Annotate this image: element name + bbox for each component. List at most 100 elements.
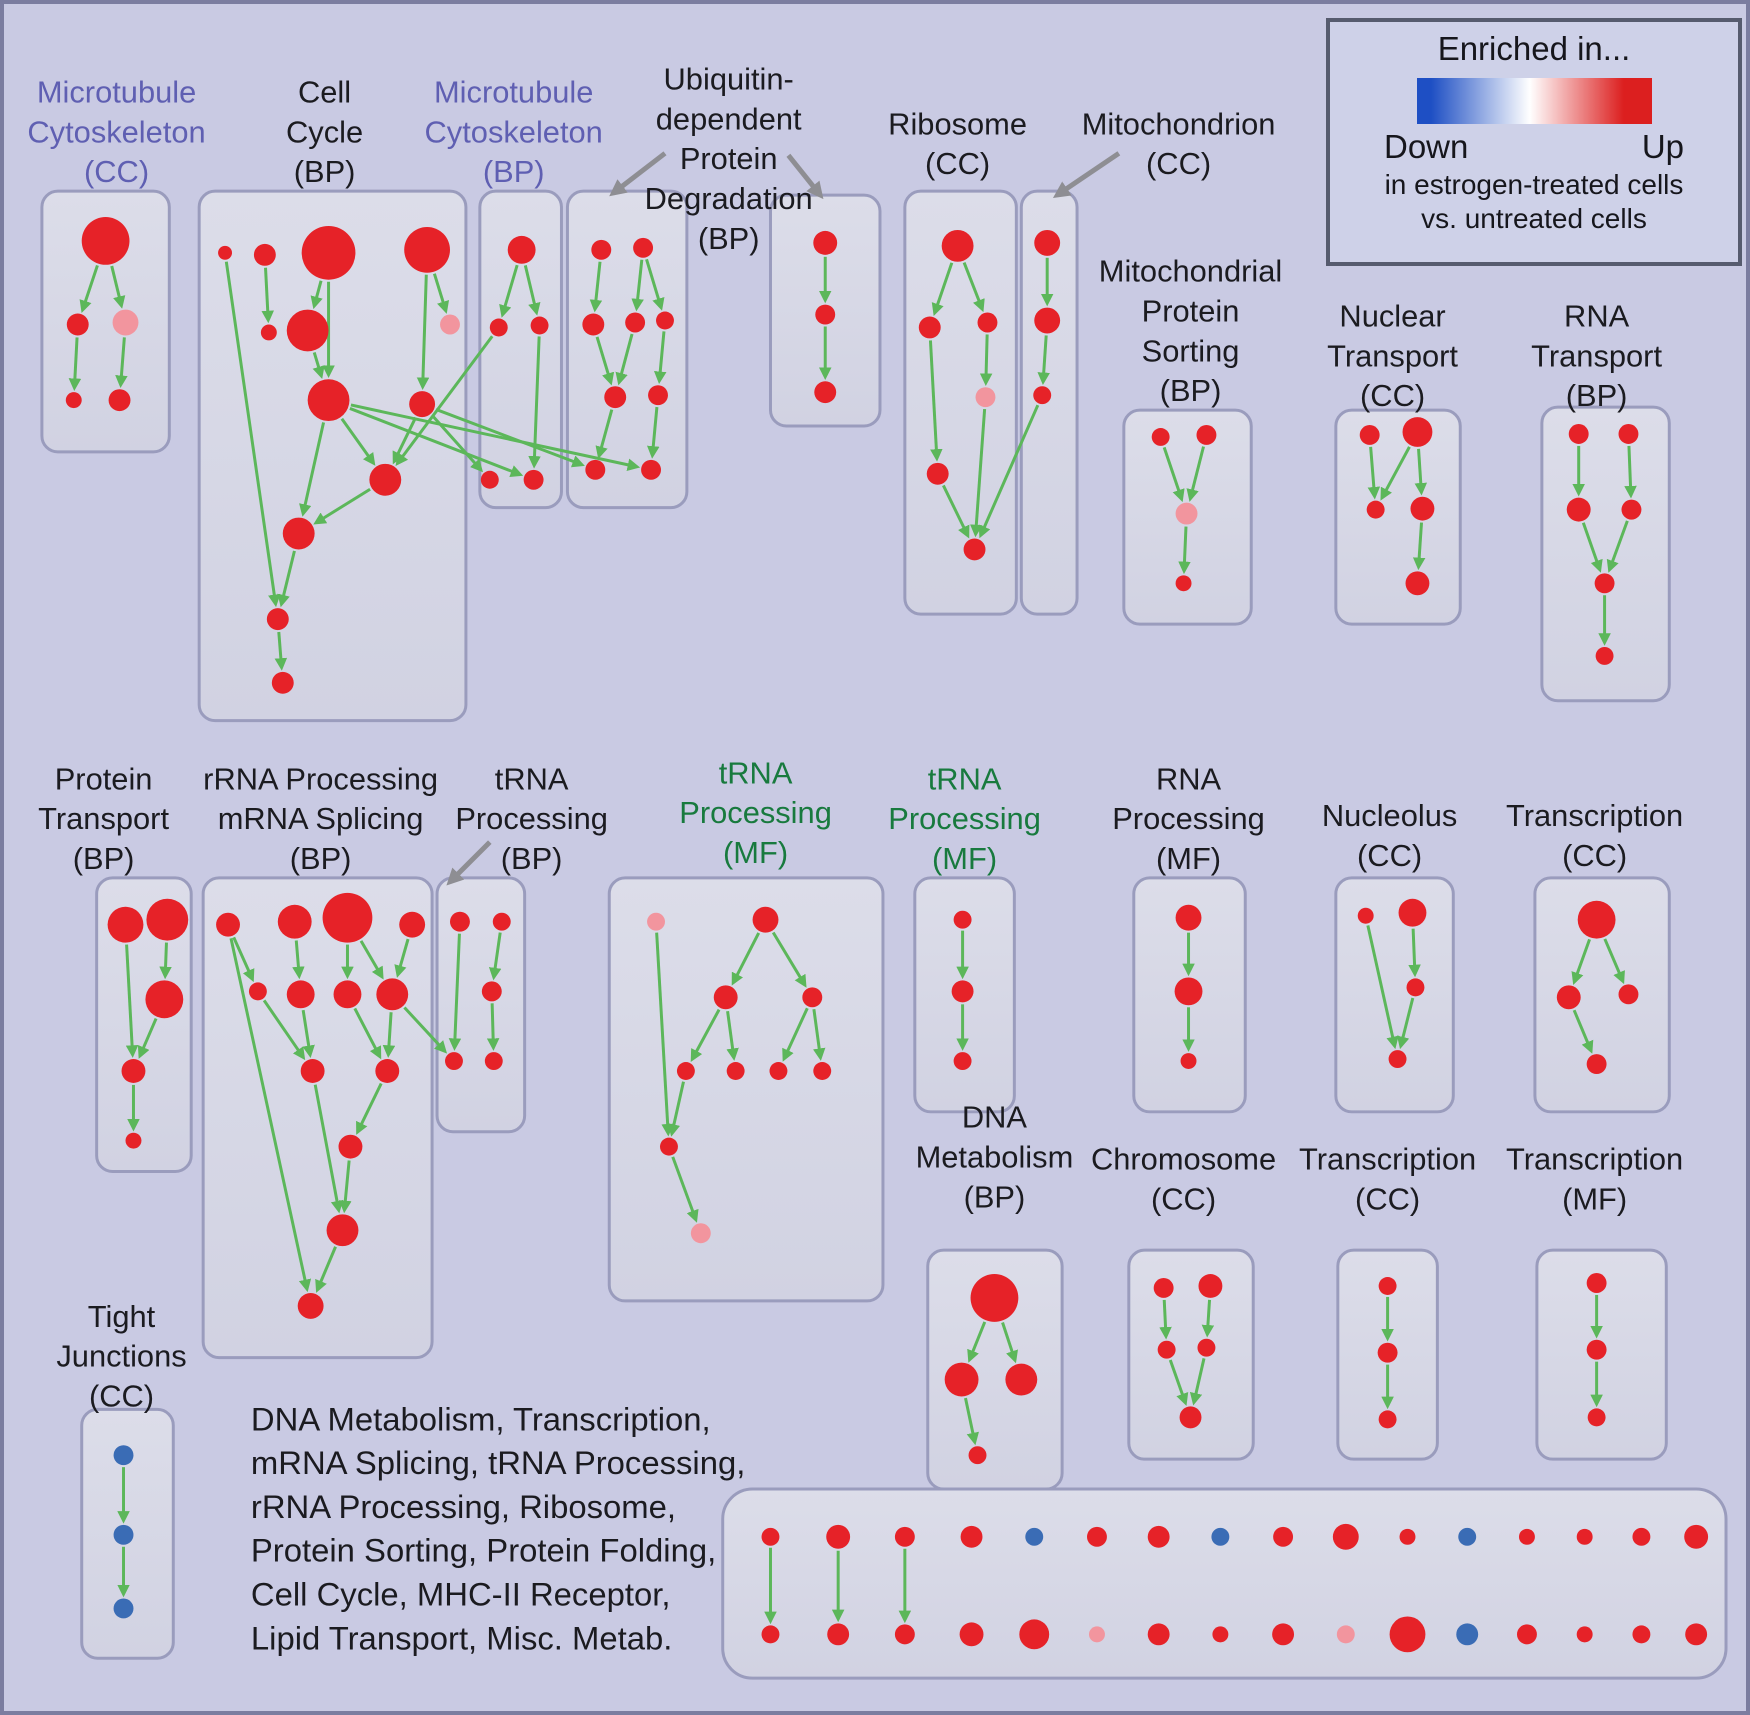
go-term-node [1377, 1342, 1398, 1363]
edge-arrow [615, 333, 634, 386]
edge-arrow [403, 1006, 448, 1054]
go-term-node [1198, 1274, 1223, 1298]
go-term-node [277, 904, 312, 939]
misc-categories-text: DNA Metabolism, Transcription,mRNA Splic… [251, 1400, 745, 1656]
go-term-node [480, 470, 499, 489]
go-term-node [333, 980, 362, 1009]
edge-arrow [353, 1007, 382, 1060]
edge-arrow [292, 940, 305, 980]
edge-arrow [1366, 925, 1399, 1050]
edge-arrow [1380, 446, 1411, 501]
go-term-node [1378, 1410, 1397, 1429]
go-term-node [1157, 1340, 1176, 1359]
edge-arrow [690, 1008, 721, 1063]
go-term-node [1618, 984, 1639, 1005]
go-term-node [253, 243, 276, 266]
cluster-label-chromosome-cc: Chromosome(CC) [1091, 1142, 1276, 1217]
go-term-node [216, 912, 240, 937]
go-term-node [648, 385, 668, 406]
edge-arrow [229, 937, 312, 1293]
go-term-node [1147, 1525, 1170, 1548]
edge-arrow [731, 932, 761, 986]
edge-arrow [115, 337, 128, 389]
edge-arrow [667, 1081, 685, 1137]
go-term-node [530, 316, 549, 335]
go-term-node [951, 980, 974, 1003]
go-term-node [113, 1524, 134, 1545]
edge-arrow [310, 280, 323, 310]
cluster-box-ribosome-cc [903, 189, 1018, 616]
go-term-node [826, 1524, 851, 1549]
go-term-node [369, 463, 402, 496]
go-term-node [107, 906, 144, 943]
go-term-node [1618, 424, 1639, 444]
go-term-node [1272, 1623, 1295, 1646]
go-term-node [827, 1623, 850, 1646]
edge-arrow [350, 403, 641, 471]
go-term-node [647, 912, 665, 931]
edge-arrow [1186, 446, 1205, 502]
go-term-node [814, 381, 837, 404]
edge-arrow [1571, 938, 1591, 985]
edge-arrow [964, 1397, 979, 1446]
edge-arrow [79, 264, 99, 313]
go-term-node [1632, 1527, 1651, 1546]
edge-arrow [416, 274, 430, 390]
go-term-node [1175, 575, 1192, 592]
edge-arrow [277, 550, 296, 608]
go-term-node [307, 379, 350, 422]
edge-arrow [1367, 446, 1381, 500]
go-term-node [322, 892, 373, 943]
go-term-node [926, 462, 949, 485]
go-term-node [944, 1362, 979, 1397]
edge-arrow [1178, 526, 1191, 575]
go-term-node [1273, 1526, 1294, 1547]
go-term-node [656, 311, 674, 330]
go-term-node [1378, 1277, 1397, 1295]
edge-arrow [653, 331, 667, 385]
go-term-node [1019, 1619, 1050, 1650]
go-term-node [604, 386, 627, 409]
edge-arrow [671, 1156, 699, 1223]
edge-arrow [312, 351, 325, 379]
edge-arrow [315, 1246, 337, 1293]
go-term-node [1586, 1339, 1607, 1360]
edge-arrow [1624, 445, 1637, 499]
go-term-node [489, 318, 508, 337]
edge-arrow [970, 408, 987, 538]
go-term-node [1685, 1623, 1708, 1646]
go-term-node [1576, 1626, 1593, 1643]
go-term-node [752, 906, 779, 933]
go-term-node [399, 911, 426, 938]
annotation-arrow [609, 151, 667, 197]
go-term-node [449, 911, 470, 932]
cluster-label-ribosome-cc: Ribosome(CC) [888, 106, 1027, 181]
go-term-node [761, 1625, 780, 1644]
go-term-node [1632, 1625, 1651, 1644]
legend-subtitle-line1: in estrogen-treated cells [1384, 169, 1684, 200]
go-term-node [676, 1062, 695, 1080]
cluster-box-nucleolus-cc [1334, 876, 1455, 1114]
go-term-node [815, 304, 836, 325]
go-term-node [585, 459, 606, 480]
go-term-node [300, 1059, 325, 1083]
go-term-node [1034, 229, 1061, 256]
go-term-node [1458, 1527, 1477, 1546]
go-term-node [1405, 571, 1430, 596]
edge-arrow [1603, 938, 1625, 985]
edge-arrow [1162, 446, 1185, 503]
edge-arrow [1201, 1299, 1215, 1338]
go-term-node [297, 1292, 324, 1319]
edge-arrow [486, 1003, 500, 1051]
go-term-node [1197, 1338, 1216, 1357]
go-term-node [108, 389, 131, 412]
edge-arrow [125, 944, 139, 1058]
